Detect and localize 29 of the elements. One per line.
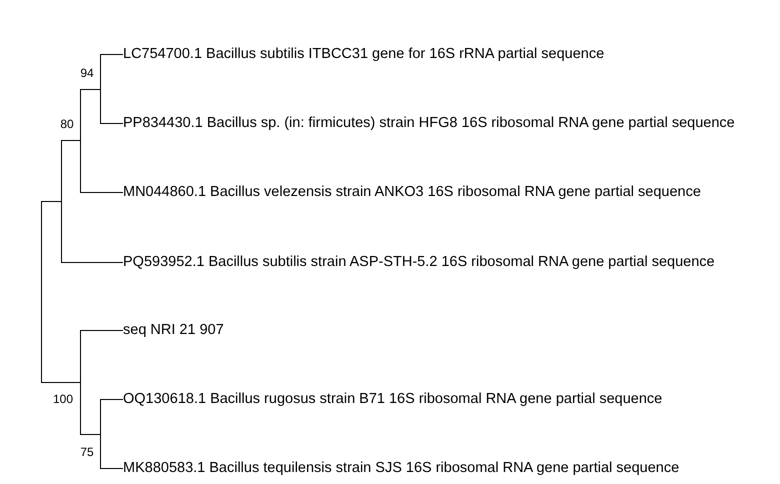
branch-line bbox=[80, 192, 124, 193]
branch-line bbox=[100, 54, 124, 55]
branch-line bbox=[100, 468, 124, 469]
branch-line bbox=[80, 434, 100, 435]
sequence-label: LC754700.1 Bacillus subtilis ITBCC31 gene for 16S rRNA partial sequence bbox=[123, 46, 604, 63]
bootstrap-value: 75 bbox=[80, 445, 94, 459]
branch-line bbox=[40, 382, 80, 383]
sequence-label: seq NRI 21 907 bbox=[123, 322, 224, 339]
vertical-branch-line bbox=[100, 54, 101, 124]
branch-line bbox=[60, 262, 124, 263]
branch-line bbox=[80, 89, 100, 90]
bootstrap-value: 80 bbox=[60, 117, 74, 131]
vertical-branch-line bbox=[61, 140, 62, 263]
branch-line bbox=[100, 123, 124, 124]
sequence-label: MK880583.1 Bacillus tequilensis strain SJS 16S ribosomal RNA gene partial sequence bbox=[123, 460, 680, 477]
bootstrap-value: 94 bbox=[80, 66, 94, 80]
sequence-label: PP834430.1 Bacillus sp. (in: firmicutes) strain HFG8 16S ribosomal RNA gene partial sequence bbox=[123, 115, 735, 132]
sequence-label: PQ593952.1 Bacillus subtilis strain ASP-STH-5.2 16S ribosomal RNA gene partial sequence bbox=[123, 254, 715, 271]
sequence-label: OQ130618.1 Bacillus rugosus strain B71 16S ribosomal RNA gene partial sequence bbox=[123, 391, 662, 408]
vertical-branch-line bbox=[41, 201, 42, 383]
bootstrap-value: 100 bbox=[52, 392, 74, 406]
branch-line bbox=[100, 399, 124, 400]
vertical-branch-line bbox=[80, 89, 81, 193]
sequence-label: MN044860.1 Bacillus velezensis strain ANKO3 16S ribosomal RNA gene partial sequence bbox=[123, 184, 701, 201]
branch-line bbox=[60, 140, 80, 141]
branch-line bbox=[80, 330, 124, 331]
vertical-branch-line bbox=[100, 399, 101, 469]
vertical-branch-line bbox=[80, 330, 81, 435]
branch-line bbox=[40, 201, 62, 202]
